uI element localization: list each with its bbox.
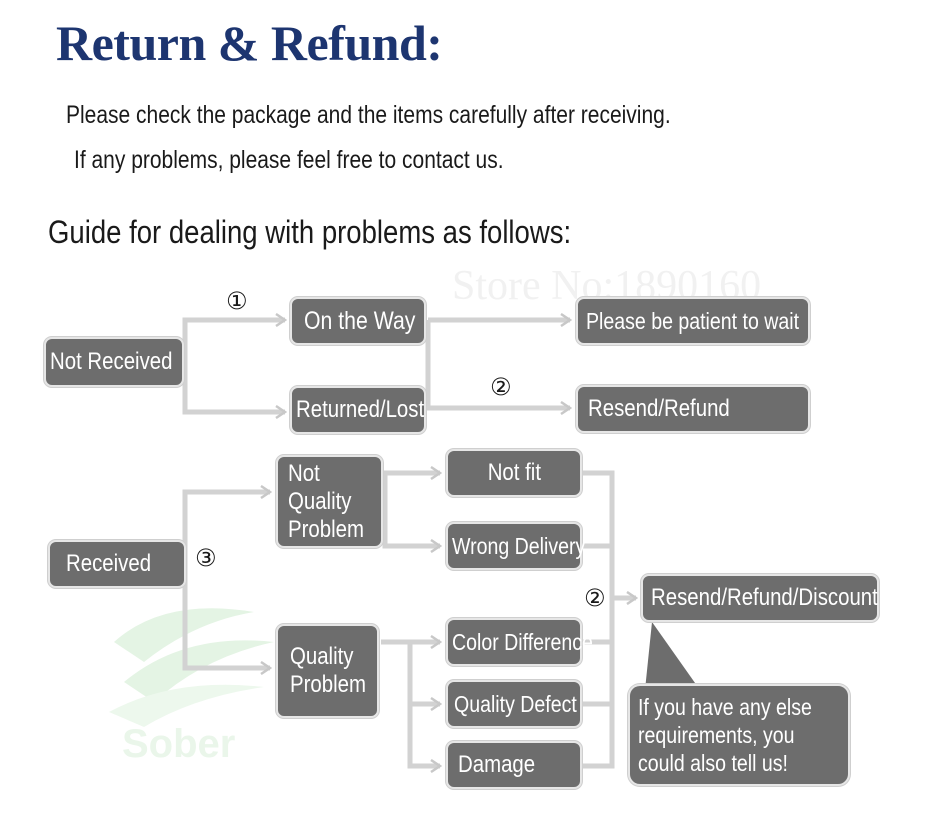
node-damage: Damage — [446, 741, 582, 789]
node-quality-defect: Quality Defect — [446, 680, 582, 728]
intro-line-1: Please check the package and the items c… — [66, 101, 671, 129]
node-please-be-patient: Please be patient to wait — [576, 297, 810, 345]
node-not-fit: Not fit — [446, 449, 582, 497]
callout-bubble: If you have any else requirements, you c… — [628, 684, 850, 786]
node-returned-lost: Returned/Lost — [290, 386, 426, 434]
node-quality-problem: Quality Problem — [276, 624, 379, 718]
step-marker-3: ③ — [195, 544, 217, 572]
node-not-quality-problem: Not Quality Problem — [276, 455, 383, 548]
page-title: Return & Refund: — [56, 15, 443, 71]
node-resend-refund: Resend/Refund — [576, 385, 810, 433]
node-color-difference: Color Difference — [446, 618, 593, 666]
node-not-received: Not Received — [44, 337, 184, 387]
step-marker-2: ② — [490, 373, 512, 401]
node-wrong-delivery: Wrong Delivery — [446, 522, 585, 570]
node-on-the-way: On the Way — [290, 297, 426, 345]
step-marker-2b: ② — [584, 584, 606, 612]
step-marker-1: ① — [226, 287, 248, 315]
brand-watermark-text: Sober — [122, 722, 236, 766]
node-resend-refund-discount: Resend/Refund/Discount — [641, 574, 879, 622]
guide-heading: Guide for dealing with problems as follo… — [48, 214, 572, 250]
node-received: Received — [48, 540, 186, 588]
intro-line-2: If any problems, please feel free to con… — [74, 146, 504, 174]
